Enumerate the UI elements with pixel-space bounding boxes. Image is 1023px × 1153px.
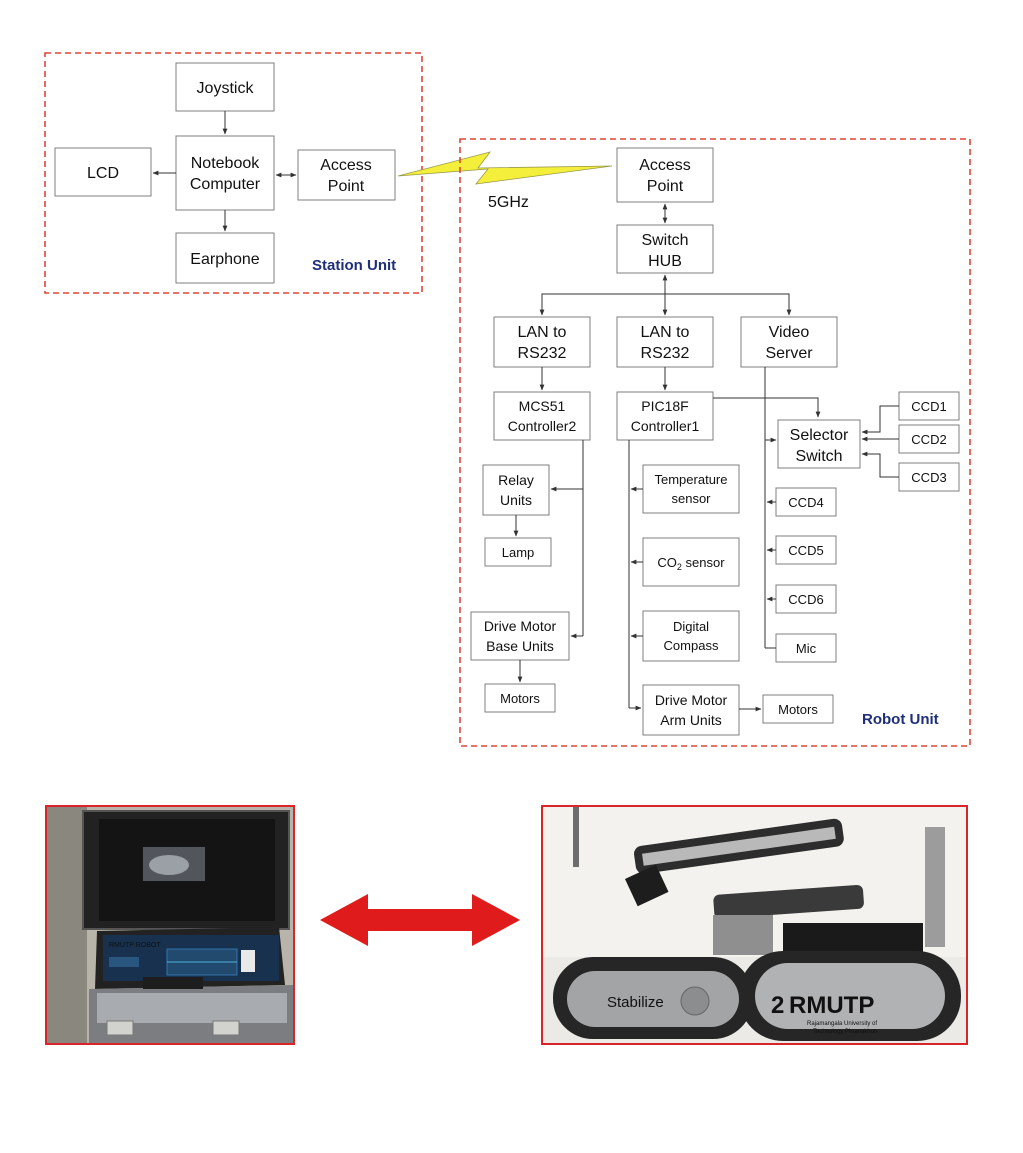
digital-compass-label-2: Compass	[664, 638, 719, 653]
robot-photo-illustration: Stabilize 2 RMUTP Rajamangala University…	[543, 807, 966, 1043]
ccd4-label: CCD4	[788, 495, 823, 510]
switch-hub-label-1: Switch	[641, 232, 688, 249]
pic18f-to-selector-arrow	[713, 397, 821, 418]
co2-sensor-box	[642, 537, 740, 587]
lcd-label: LCD	[87, 165, 119, 182]
station-unit-photo: RMUTP ROBOT	[45, 805, 295, 1045]
mic-box	[775, 633, 837, 663]
motors-right-label: Motors	[778, 702, 818, 717]
ccd1-box	[898, 391, 960, 421]
station-unit-label: Station Unit	[312, 257, 396, 274]
earphone-box	[175, 232, 275, 284]
drive-motor-base-label-1: Drive Motor	[484, 618, 557, 634]
ccd6-box	[775, 584, 837, 614]
motors-right-box	[762, 694, 834, 724]
robot-university-label-1: Rajamangala University of	[807, 1021, 877, 1027]
co2-sensor-label: CO2 sensor	[657, 555, 725, 572]
station-unit-boundary	[44, 52, 423, 294]
station-screen-title: RMUTP ROBOT	[109, 942, 161, 949]
station-access-point-label-2: Point	[328, 178, 365, 195]
ccd4-box	[775, 487, 837, 517]
robot-university-label-2: Technology Phranakhon	[813, 1029, 877, 1035]
robot-unit-label: Robot Unit	[862, 711, 939, 728]
video-server-box	[740, 316, 838, 368]
robot-number-label: 2	[771, 992, 784, 1019]
robot-access-point-label-2: Point	[647, 178, 684, 195]
lan-rs232-mid-label-1: LAN to	[641, 324, 690, 341]
lan-rs232-mid-box	[616, 316, 714, 368]
drive-motor-arm-label-1: Drive Motor	[655, 692, 728, 708]
drive-motor-base-label-2: Base Units	[486, 638, 554, 654]
robot-access-point-label-1: Access	[639, 157, 691, 174]
selector-switch-box	[777, 419, 861, 469]
relay-units-label-2: Units	[500, 492, 532, 508]
joystick-label: Joystick	[197, 80, 255, 97]
lan-rs232-left-label-1: LAN to	[518, 324, 567, 341]
robot-unit-photo: Stabilize 2 RMUTP Rajamangala University…	[541, 805, 968, 1045]
notebook-label-2: Computer	[190, 176, 261, 193]
mcs51-label-2: Controller2	[508, 418, 577, 434]
mcs51-box	[493, 391, 591, 441]
robot-access-point-box	[616, 147, 714, 203]
lcd-box	[54, 147, 152, 197]
hub-to-video-server-arrow	[665, 293, 792, 316]
notebook-computer-box	[175, 135, 275, 211]
video-server-label-1: Video	[769, 324, 810, 341]
wireless-band-label: 5GHz	[488, 194, 529, 211]
robot-stabilize-label: Stabilize	[607, 994, 664, 1011]
relay-units-box	[482, 464, 550, 516]
station-photo-illustration: RMUTP ROBOT	[47, 807, 293, 1043]
pic18f-box	[616, 391, 714, 441]
drive-motor-base-box	[470, 611, 570, 661]
station-gamepad	[143, 977, 203, 989]
ccd5-label: CCD5	[788, 543, 823, 558]
temperature-sensor-label-2: sensor	[671, 491, 711, 506]
relay-units-label-1: Relay	[498, 472, 534, 488]
digital-compass-box	[642, 610, 740, 662]
robot-unit-boundary	[459, 138, 971, 747]
lamp-box	[484, 537, 552, 567]
ccd3-label: CCD3	[911, 470, 946, 485]
lan-rs232-left-box	[493, 316, 591, 368]
system-block-diagram: Station Unit Joystick Notebook Computer …	[44, 52, 971, 747]
pic18f-label-1: PIC18F	[641, 398, 688, 414]
drive-motor-arm-label-2: Arm Units	[660, 712, 721, 728]
wireless-lightning-icon	[397, 151, 613, 185]
lamp-label: Lamp	[502, 545, 535, 560]
ccd1-label: CCD1	[911, 399, 946, 414]
temperature-sensor-label-1: Temperature	[655, 472, 728, 487]
station-access-point-box	[297, 149, 396, 201]
ccd3-to-selector-arrow	[861, 451, 899, 478]
switch-hub-label-2: HUB	[648, 253, 682, 270]
ccd1-to-selector-arrow	[861, 405, 899, 435]
ccd2-box	[898, 424, 960, 454]
motors-left-label: Motors	[500, 691, 540, 706]
drive-motor-arm-box	[642, 684, 740, 736]
digital-compass-label-1: Digital	[673, 619, 709, 634]
robot-camera	[625, 864, 669, 907]
pic18f-label-2: Controller1	[631, 418, 700, 434]
robot-brand-label: RMUTP	[789, 992, 874, 1019]
ccd3-box	[898, 462, 960, 492]
earphone-label: Earphone	[190, 251, 259, 268]
switch-hub-box	[616, 224, 714, 274]
lan-rs232-mid-label-2: RS232	[641, 345, 690, 362]
mcs51-label-1: MCS51	[519, 398, 566, 414]
video-server-label-2: Server	[765, 345, 813, 362]
ccd5-box	[775, 535, 837, 565]
motors-left-box	[484, 683, 556, 713]
joystick-box	[175, 62, 275, 112]
lan-rs232-left-label-2: RS232	[518, 345, 567, 362]
selector-switch-label-1: Selector	[790, 427, 849, 444]
ccd2-label: CCD2	[911, 432, 946, 447]
ccd6-label: CCD6	[788, 592, 823, 607]
mic-label: Mic	[796, 641, 817, 656]
station-access-point-label-1: Access	[320, 157, 372, 174]
hub-to-lan-left-arrow	[539, 293, 665, 316]
bidirectional-arrow-icon	[320, 894, 520, 946]
selector-switch-label-2: Switch	[795, 448, 842, 465]
notebook-label-1: Notebook	[191, 155, 260, 172]
